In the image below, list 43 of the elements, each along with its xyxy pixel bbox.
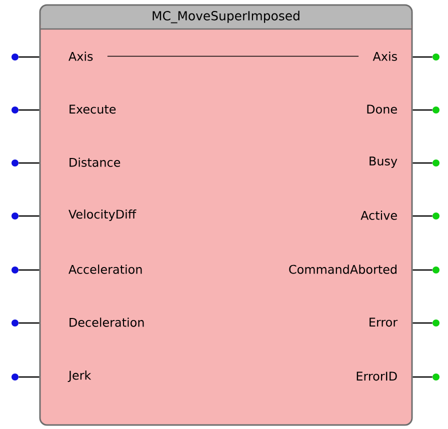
output-pin-dot bbox=[432, 266, 440, 274]
input-pin-dot bbox=[12, 212, 18, 220]
input-pin-dot bbox=[12, 374, 18, 380]
input-pin-dot bbox=[12, 320, 18, 326]
output-label: CommandAborted bbox=[289, 264, 396, 274]
input-pin-dot bbox=[12, 54, 18, 60]
output-pin-dot bbox=[432, 106, 440, 114]
output-pin-dot bbox=[432, 160, 440, 166]
pin-line bbox=[412, 322, 432, 324]
input-pin-dot bbox=[12, 106, 18, 114]
output-pin-dot bbox=[432, 54, 440, 60]
output-pin-dot bbox=[432, 320, 440, 326]
output-label: Axis bbox=[372, 52, 397, 61]
pin-line bbox=[18, 322, 40, 324]
output-pin-dot bbox=[432, 374, 440, 380]
pin-line bbox=[412, 376, 432, 378]
pin-line bbox=[412, 162, 432, 164]
pin-line bbox=[412, 215, 432, 217]
input-label: Acceleration bbox=[68, 264, 142, 274]
input-pin-dot bbox=[12, 266, 18, 274]
output-label: Error bbox=[370, 318, 398, 327]
pin-line bbox=[412, 109, 432, 111]
input-label: Axis bbox=[68, 52, 93, 61]
input-pin-dot bbox=[12, 160, 18, 166]
output-label: Active bbox=[360, 210, 397, 220]
input-label: Jerk bbox=[68, 370, 92, 382]
input-label: Deceleration bbox=[70, 318, 144, 327]
input-label: Execute bbox=[70, 104, 116, 114]
output-pin-dot bbox=[432, 212, 440, 220]
pin-line bbox=[18, 215, 40, 217]
output-label: Done bbox=[367, 104, 397, 114]
pin-line bbox=[412, 56, 432, 58]
input-label: VelocityDiff bbox=[68, 209, 136, 222]
pin-line bbox=[18, 162, 40, 164]
connector-line bbox=[107, 56, 359, 57]
pin-line bbox=[412, 269, 432, 271]
pin-line bbox=[18, 376, 40, 378]
pin-line bbox=[18, 269, 40, 271]
output-label: Busy bbox=[370, 156, 398, 168]
output-label: ErrorID bbox=[356, 372, 397, 381]
input-label: Distance bbox=[70, 158, 120, 167]
pin-line bbox=[18, 109, 40, 111]
pin-line bbox=[18, 56, 40, 58]
